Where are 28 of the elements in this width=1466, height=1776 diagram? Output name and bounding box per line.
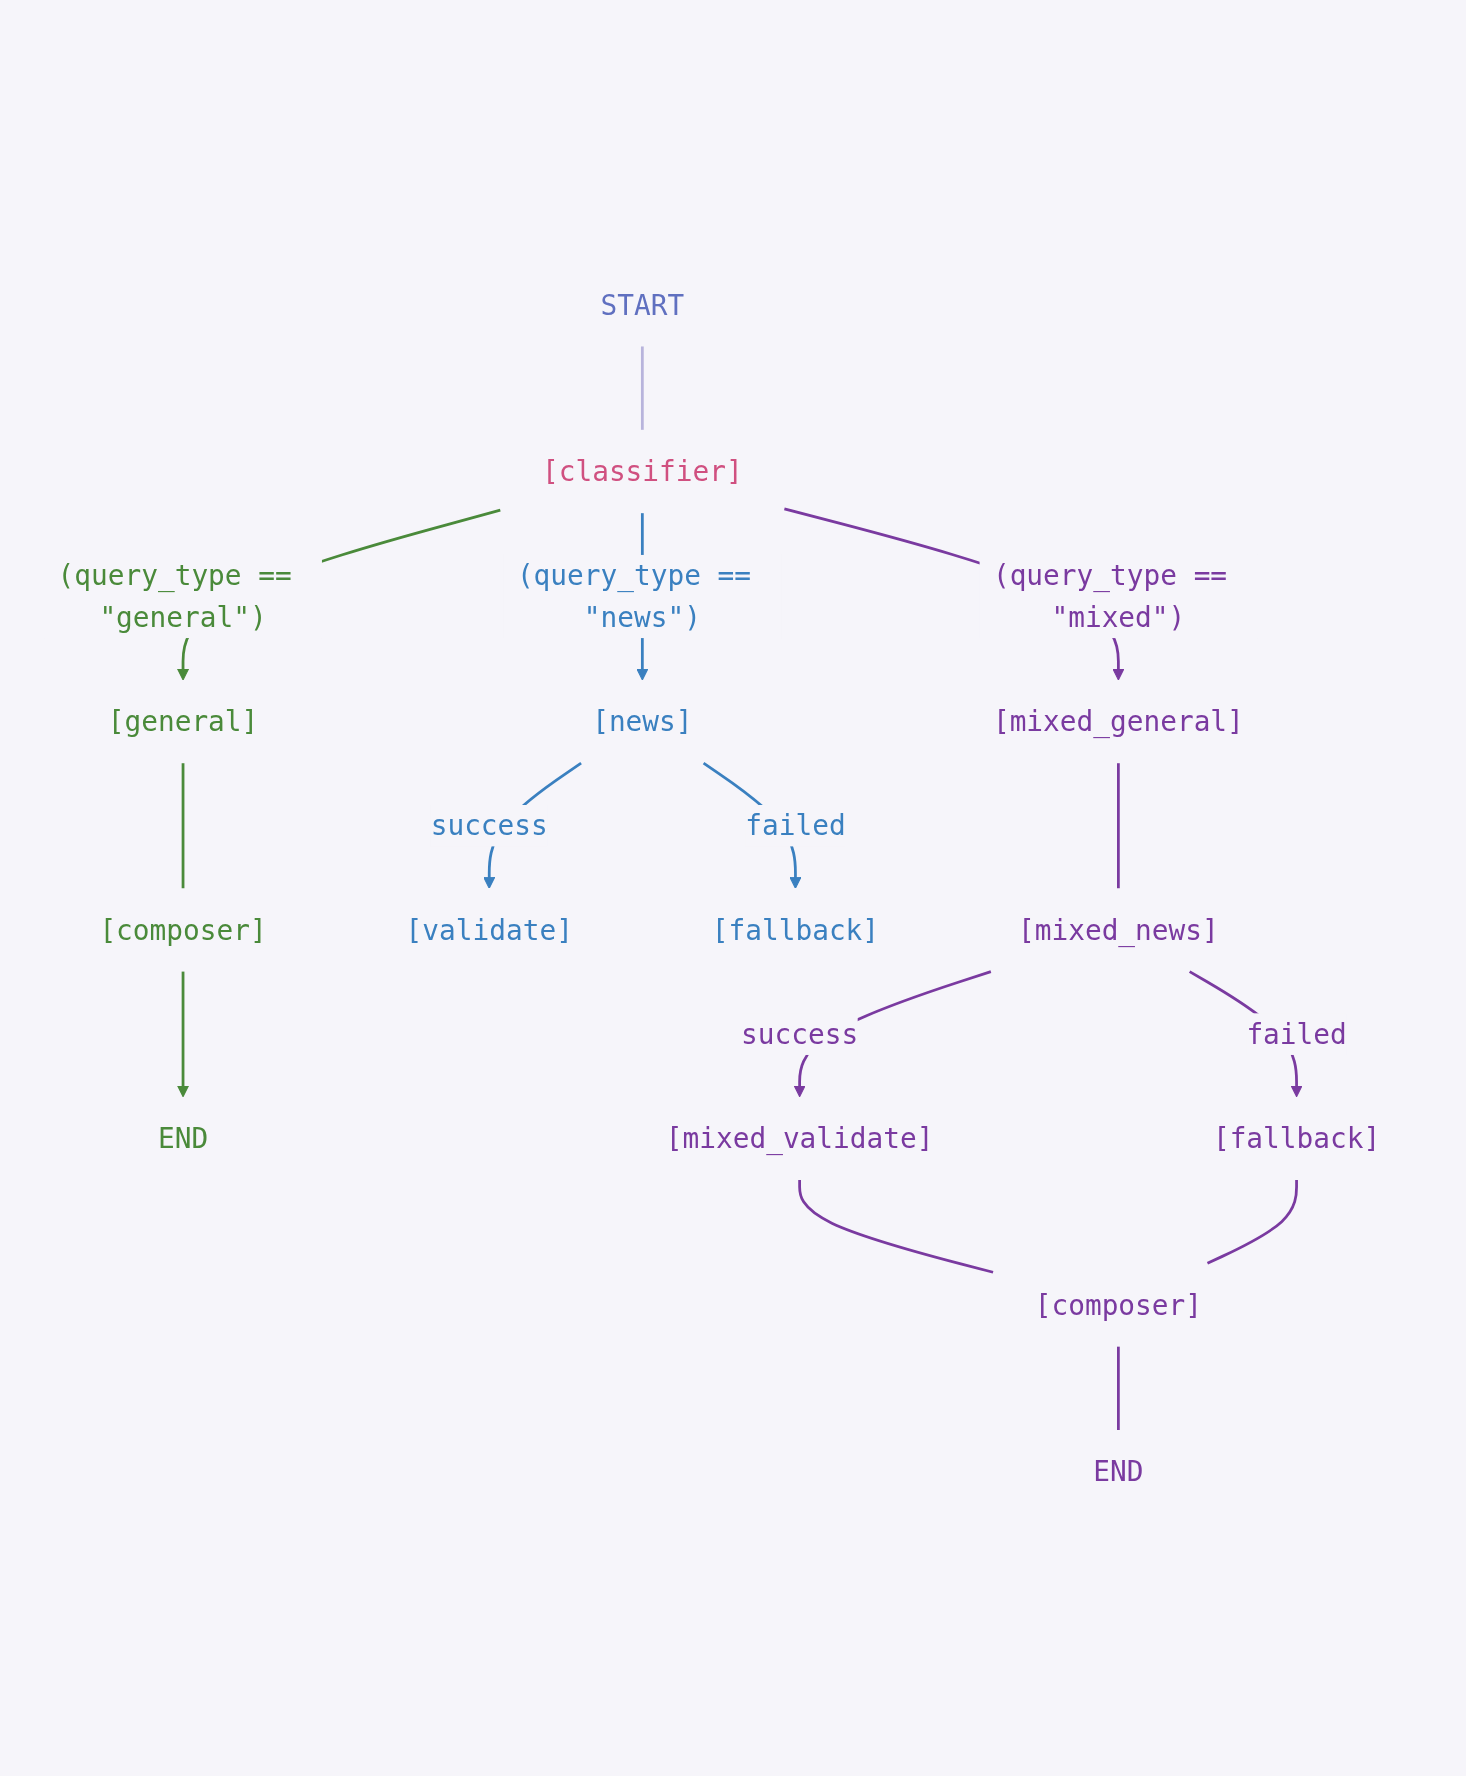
node-text: [fallback]: [711, 913, 880, 947]
arrow: [176, 971, 190, 1097]
node-text: [mixed_news]: [1018, 913, 1219, 947]
node-text: [general]: [107, 704, 259, 738]
edge-label: failed: [745, 808, 846, 843]
node-text: [composer]: [1034, 1288, 1203, 1322]
connector: [1116, 1346, 1120, 1430]
edge-label: (query_type == "news"): [516, 558, 752, 634]
node-text: [classifier]: [541, 454, 743, 488]
node-text: START: [600, 287, 685, 322]
connector: [1116, 762, 1120, 888]
node-text: END: [157, 1121, 209, 1155]
connector: [181, 762, 185, 888]
edge-label: failed: [1246, 1017, 1347, 1051]
node-text: END: [1093, 1454, 1144, 1489]
edge-label: (query_type == "general"): [57, 558, 292, 634]
node-text: [mixed_general]: [992, 704, 1244, 738]
edge-label: success: [741, 1017, 859, 1051]
node-text: [news]: [592, 704, 693, 738]
node-text: [mixed_validate]: [665, 1121, 934, 1155]
edge-label: success: [430, 808, 548, 843]
edge-label: (query_type == "mixed"): [992, 558, 1228, 634]
node-text: [composer]: [99, 913, 267, 947]
connector: [640, 346, 644, 430]
connector: [1206, 1179, 1298, 1265]
node-text: [fallback]: [1212, 1121, 1381, 1155]
node-text: [validate]: [405, 913, 573, 947]
connector: [798, 1179, 994, 1274]
